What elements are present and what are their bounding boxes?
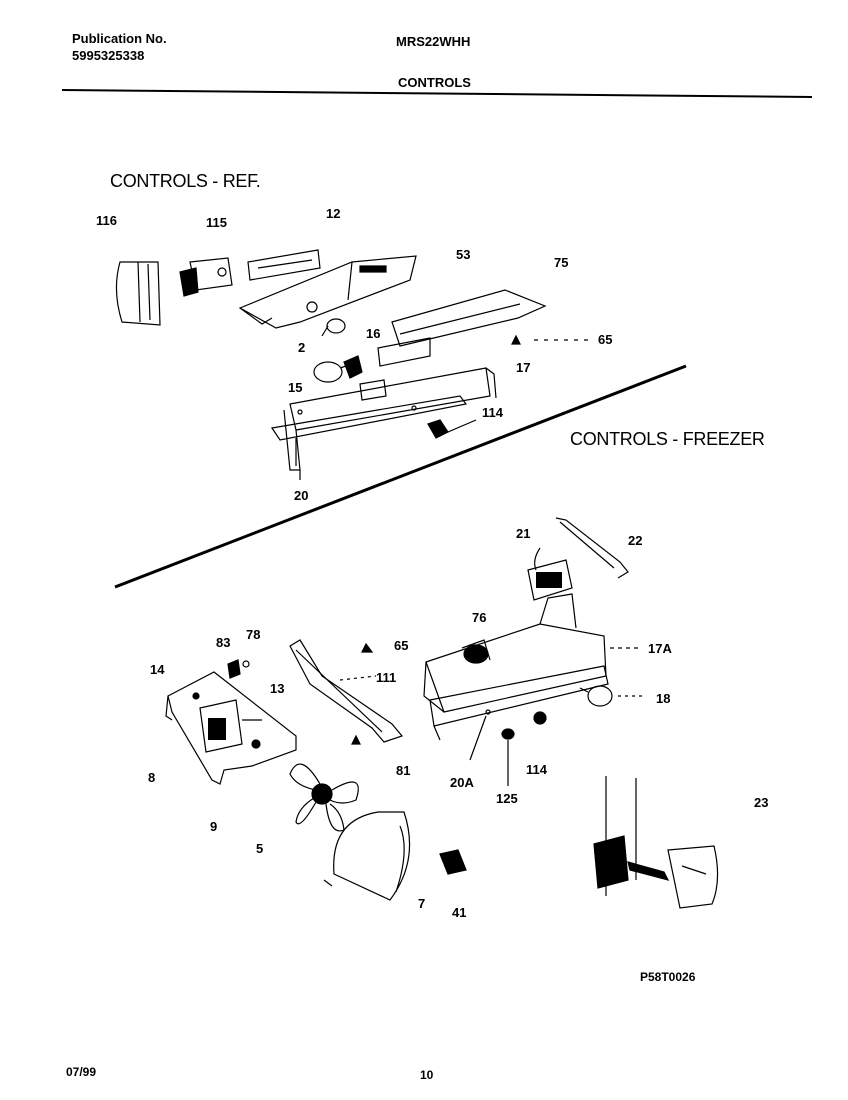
callout-65-frz: 65 [394, 638, 409, 653]
callout-81: 81 [396, 763, 411, 778]
freezer-section-title: CONTROLS - FREEZER [570, 429, 765, 449]
callout-20A: 20A [450, 775, 474, 790]
callout-17A: 17A [648, 641, 672, 656]
publication-number: 5995325338 [72, 48, 145, 63]
part-12-shield [247, 249, 321, 281]
callout-8: 8 [148, 770, 156, 785]
part-125-stem [501, 728, 515, 786]
callout-114-frz: 114 [526, 762, 547, 777]
callout-22: 22 [628, 533, 643, 548]
part-115-bracket [179, 257, 233, 297]
header-rule [61, 89, 813, 98]
part-17-bracket [283, 367, 497, 471]
part-18-knob [579, 685, 644, 707]
callout-9: 9 [210, 819, 218, 834]
callout-13: 13 [270, 681, 285, 696]
callout-114-ref: 114 [482, 405, 503, 420]
part-83-clip [227, 659, 250, 679]
part-15-bulb [313, 361, 347, 383]
callout-21: 21 [516, 526, 531, 541]
callout-2: 2 [298, 340, 306, 355]
callout-53: 53 [456, 247, 471, 262]
section-divider [114, 364, 687, 589]
callout-7: 7 [418, 896, 426, 911]
part-111-baffle [289, 639, 404, 743]
callout-17: 17 [516, 360, 531, 375]
callout-115: 115 [206, 215, 227, 230]
callout-12: 12 [326, 206, 341, 221]
part-116-wall [115, 261, 161, 326]
callout-116: 116 [96, 213, 117, 228]
callout-23: 23 [754, 795, 769, 810]
callout-20: 20 [294, 488, 309, 503]
callout-78: 78 [246, 627, 261, 642]
part-14-bracket [165, 671, 297, 785]
callout-76: 76 [472, 610, 487, 625]
callout-5: 5 [256, 841, 264, 856]
part-21-thermostat [527, 547, 573, 601]
callout-15: 15 [288, 380, 303, 395]
callout-16: 16 [366, 326, 381, 341]
part-81-screw [351, 734, 361, 745]
page-number: 10 [420, 1068, 434, 1082]
part-5-fan-blade [289, 763, 359, 832]
part-76-lamp [461, 639, 491, 664]
part-114-stem-ref [427, 419, 477, 439]
part-16-socket [343, 337, 431, 379]
part-41-grommet [439, 849, 467, 875]
footer-date: 07/99 [66, 1065, 97, 1079]
part-20-frame [270, 395, 468, 480]
part-13-motor [199, 699, 262, 753]
part-75-rail [391, 289, 547, 347]
callout-65-ref: 65 [598, 332, 613, 347]
section-title: CONTROLS [398, 75, 471, 90]
callout-18: 18 [656, 691, 671, 706]
part-23-light-assembly [593, 776, 719, 909]
publication-label: Publication No. [72, 31, 167, 46]
part-7-shroud [323, 811, 411, 901]
callout-41: 41 [452, 905, 467, 920]
ref-section-title: CONTROLS - REF. [110, 171, 261, 191]
part-2-knob [321, 318, 346, 337]
callout-111: 111 [376, 670, 397, 685]
callout-14: 14 [150, 662, 165, 677]
part-22-capillary [555, 517, 629, 579]
part-65-screw-ref [511, 334, 592, 345]
callout-125: 125 [496, 791, 518, 806]
part-114-stem-frz [533, 711, 547, 725]
part-53-housing [238, 255, 417, 329]
model-number: MRS22WHH [396, 34, 471, 49]
callout-83: 83 [216, 635, 231, 650]
part-20A-housing [429, 665, 609, 761]
part-17A-bracket [423, 593, 640, 713]
callout-75: 75 [554, 255, 569, 270]
part-65-screw-frz [361, 642, 374, 653]
figure-code: P58T0026 [640, 970, 696, 984]
